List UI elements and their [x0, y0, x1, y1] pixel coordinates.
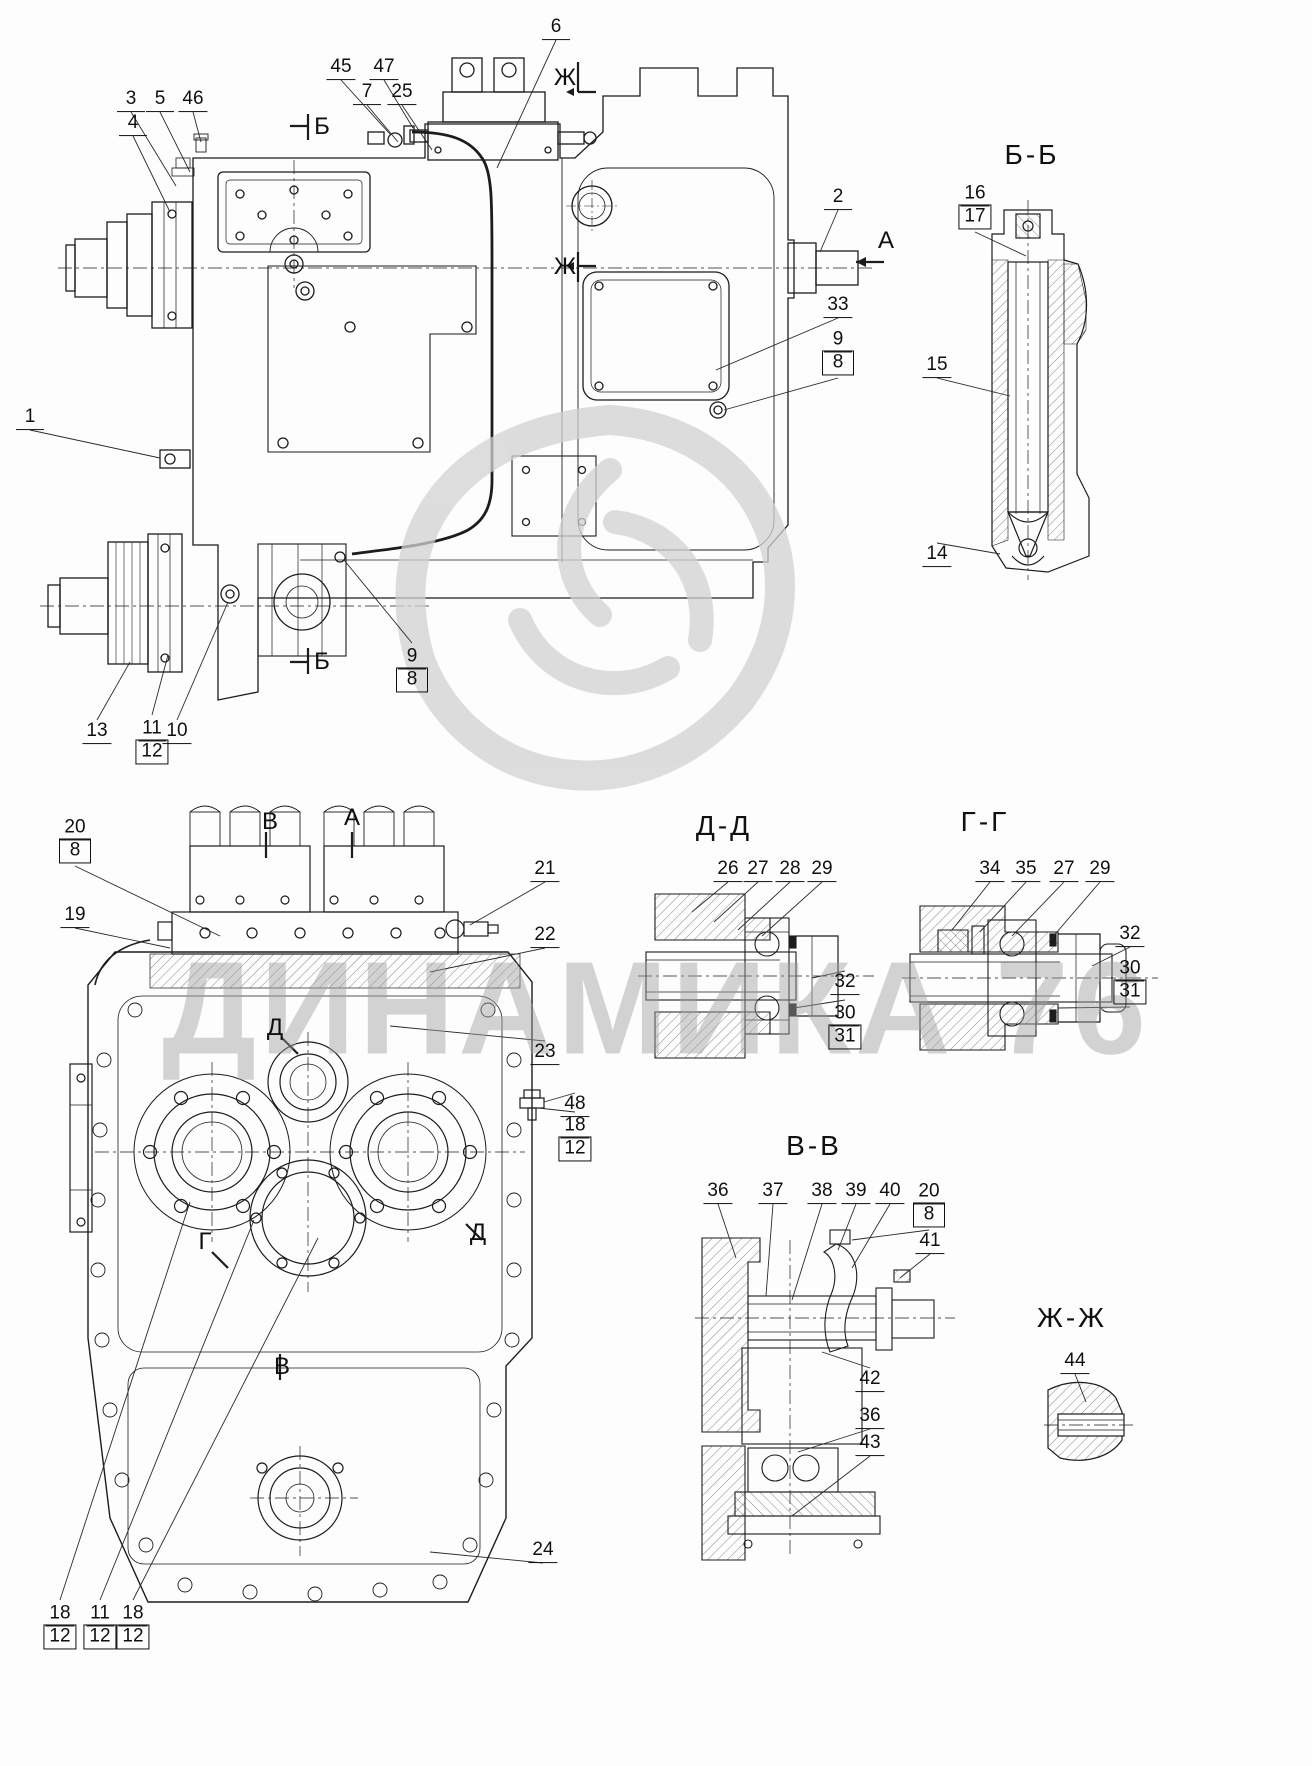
leader-line: [29, 429, 161, 459]
leader-line: [793, 999, 846, 1009]
bottom-view: [69, 805, 545, 1603]
section-dd-view: [638, 893, 874, 1059]
leader-line: [936, 542, 1001, 555]
leader-line: [1049, 881, 1101, 941]
leader-line: [715, 317, 839, 371]
leader-line: [737, 881, 791, 931]
leader-line: [951, 881, 991, 931]
leader-line: [899, 1253, 931, 1279]
leader-line: [1057, 1006, 1131, 1009]
leader-line: [851, 1229, 930, 1241]
leader-line: [340, 79, 391, 135]
leader-line: [723, 377, 839, 411]
leader-line: [1091, 946, 1131, 967]
leader-line: [389, 1025, 546, 1042]
leader-line: [1011, 881, 1065, 937]
leader-line: [936, 377, 1011, 397]
leader-line: [797, 1428, 871, 1453]
leader-line: [74, 927, 171, 949]
leader-line: [837, 1203, 857, 1251]
leader-line: [429, 947, 546, 973]
leader-line: [74, 865, 221, 937]
leader-line: [1074, 1373, 1087, 1403]
leader-line: [96, 661, 131, 721]
watermark-logo: [395, 405, 795, 791]
leader-line: [979, 881, 1027, 933]
section-bb-view: [991, 200, 1090, 580]
leader-line: [761, 881, 823, 937]
section-jj-view: [1044, 1381, 1136, 1461]
leader-line: [132, 135, 171, 213]
leader-line: [496, 39, 557, 169]
leader-line: [130, 111, 177, 187]
leader-line: [59, 1201, 191, 1601]
leader-line: [791, 1203, 823, 1301]
leader-line: [811, 970, 846, 979]
leader-line: [366, 104, 399, 143]
leader-line: [469, 881, 546, 926]
leader-line: [791, 1455, 871, 1517]
leader-line: [819, 209, 839, 253]
leader-line: [151, 654, 169, 716]
leader-line: [974, 231, 1027, 257]
leader-line: [537, 1107, 576, 1113]
leader-line: [176, 601, 229, 721]
leader-line: [821, 1351, 871, 1369]
leader-line: [717, 1203, 737, 1259]
leader-line: [851, 1203, 891, 1269]
leader-line: [383, 79, 414, 129]
leader-line: [343, 559, 413, 644]
leader-line: [192, 111, 202, 143]
leader-line: [691, 881, 729, 913]
leader-line: [429, 1551, 544, 1564]
leader-line: [401, 104, 433, 151]
leader-line: [132, 1237, 319, 1601]
section-vv-view: [695, 1229, 955, 1561]
section-gg-view: [902, 905, 1158, 1051]
leader-line: [99, 1219, 255, 1601]
leader-line: [543, 1092, 576, 1103]
main-view: [40, 57, 884, 701]
leader-line: [713, 881, 759, 923]
leader-line: [159, 111, 191, 173]
leader-line: [765, 1203, 774, 1297]
